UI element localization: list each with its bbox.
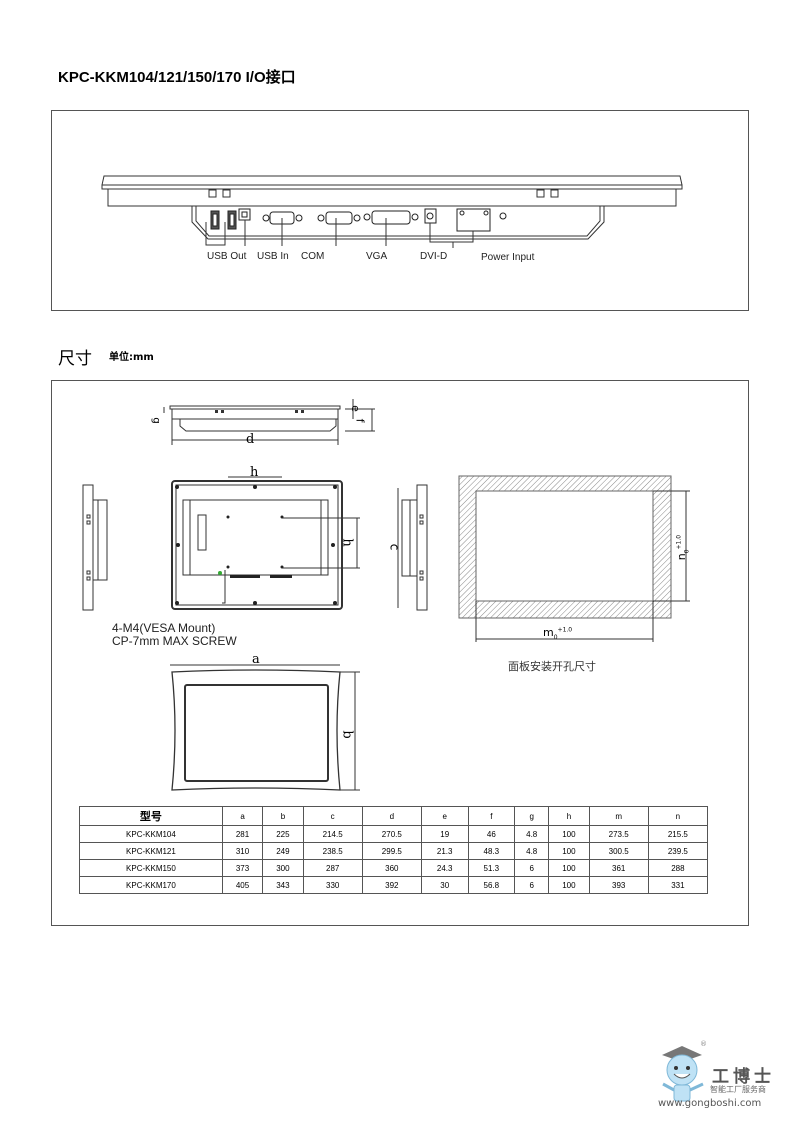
dim-label-g: g xyxy=(150,417,162,424)
screw-note: 4-M4(VESA Mount) CP-7mm MAX SCREW xyxy=(112,622,237,648)
dim-label-h-vertical: h xyxy=(339,538,355,547)
cell: 215.5 xyxy=(647,825,709,843)
cell: 4.8 xyxy=(514,825,550,843)
io-diagram-panel xyxy=(51,110,749,311)
header-e: e xyxy=(420,806,469,826)
cell: 238.5 xyxy=(302,842,363,860)
header-g: g xyxy=(514,806,550,826)
cell: 100 xyxy=(548,825,590,843)
cell: 287 xyxy=(302,859,363,877)
io-rear-view-drawing xyxy=(101,175,683,248)
cell: 361 xyxy=(588,859,649,877)
screw-note-line2: CP-7mm MAX SCREW xyxy=(112,634,237,648)
dimensions-panel xyxy=(51,380,749,926)
registered-mark: ® xyxy=(700,1040,707,1048)
page-title: KPC-KKM104/121/150/170 I/O接口 xyxy=(58,69,296,86)
mascot-logo-icon xyxy=(662,1046,704,1102)
cell: 393 xyxy=(588,876,649,894)
header-n: n xyxy=(647,806,709,826)
cell: 310 xyxy=(221,842,264,860)
cell: 21.3 xyxy=(420,842,469,860)
cell: 330 xyxy=(302,876,363,894)
header-d: d xyxy=(361,806,422,826)
cell-model: KPC-KKM150 xyxy=(79,859,223,877)
dim-label-a: a xyxy=(252,652,260,667)
header-a: a xyxy=(221,806,264,826)
header-model: 型号 xyxy=(79,806,223,826)
cell: 51.3 xyxy=(467,859,516,877)
cell-model: KPC-KKM170 xyxy=(79,876,223,894)
port-label-com: COM xyxy=(301,251,325,262)
screw-note-line1: 4-M4(VESA Mount) xyxy=(112,621,216,635)
front-view-drawing xyxy=(170,664,360,791)
cell: 331 xyxy=(647,876,709,894)
cell: 214.5 xyxy=(302,825,363,843)
cell: 281 xyxy=(221,825,264,843)
unit-label: 单位:mm xyxy=(109,352,154,363)
dim-label-b: b xyxy=(339,730,355,739)
cell: 405 xyxy=(221,876,264,894)
cell: 249 xyxy=(262,842,304,860)
cell: 225 xyxy=(262,825,304,843)
dim-label-d: d xyxy=(246,432,255,447)
cell-model: KPC-KKM104 xyxy=(79,825,223,843)
watermark-tagline: 智能工厂服务商 xyxy=(710,1085,766,1094)
port-label-dvi-d: DVI-D xyxy=(420,251,448,262)
cell: 6 xyxy=(514,859,550,877)
cell: 6 xyxy=(514,876,550,894)
cell: 100 xyxy=(548,842,590,860)
cell: 373 xyxy=(221,859,264,877)
cell: 273.5 xyxy=(588,825,649,843)
cell: 4.8 xyxy=(514,842,550,860)
cell-model: KPC-KKM121 xyxy=(79,842,223,860)
port-label-vga: VGA xyxy=(366,251,388,262)
header-c: c xyxy=(302,806,363,826)
port-label-usb-in: USB In xyxy=(257,251,289,262)
section-title-dimensions: 尺寸 xyxy=(58,349,92,369)
cell: 100 xyxy=(548,859,590,877)
cell: 360 xyxy=(361,859,422,877)
cell: 46 xyxy=(467,825,516,843)
cell: 100 xyxy=(548,876,590,894)
panel-cutout-drawing xyxy=(458,475,690,642)
left-side-view-drawing xyxy=(82,484,108,611)
dim-label-e: e xyxy=(348,405,362,412)
cell: 24.3 xyxy=(420,859,469,877)
cell: 30 xyxy=(420,876,469,894)
cell: 300.5 xyxy=(588,842,649,860)
top-view-drawing xyxy=(163,399,375,445)
cell: 299.5 xyxy=(361,842,422,860)
header-m: m xyxy=(588,806,649,826)
dim-label-m: m0+1.0 xyxy=(543,626,573,642)
cell: 270.5 xyxy=(361,825,422,843)
rear-view-drawing xyxy=(171,476,360,610)
watermark-brand: 工博士 xyxy=(712,1067,775,1087)
cell: 392 xyxy=(361,876,422,894)
cell: 48.3 xyxy=(467,842,516,860)
cell: 288 xyxy=(647,859,709,877)
port-label-power-input: Power Input xyxy=(481,252,535,263)
cell: 343 xyxy=(262,876,304,894)
dim-label-f: f xyxy=(353,418,367,423)
dim-label-h-horizontal: h xyxy=(250,465,259,480)
header-h: h xyxy=(548,806,590,826)
port-label-usb-out: USB Out xyxy=(207,251,247,262)
header-f: f xyxy=(467,806,516,826)
dim-label-n: n0+1.0 xyxy=(675,534,691,561)
cell: 19 xyxy=(420,825,469,843)
table-header-row: 型号 a b c d e f g h m n xyxy=(79,806,709,826)
header-b: b xyxy=(262,806,304,826)
cell: 239.5 xyxy=(647,842,709,860)
cell: 56.8 xyxy=(467,876,516,894)
right-side-view-drawing xyxy=(397,484,428,611)
watermark-url: www.gongboshi.com xyxy=(658,1098,762,1109)
cell: 300 xyxy=(262,859,304,877)
dim-label-c: c xyxy=(387,543,402,551)
cutout-caption: 面板安装开孔尺寸 xyxy=(508,660,596,673)
